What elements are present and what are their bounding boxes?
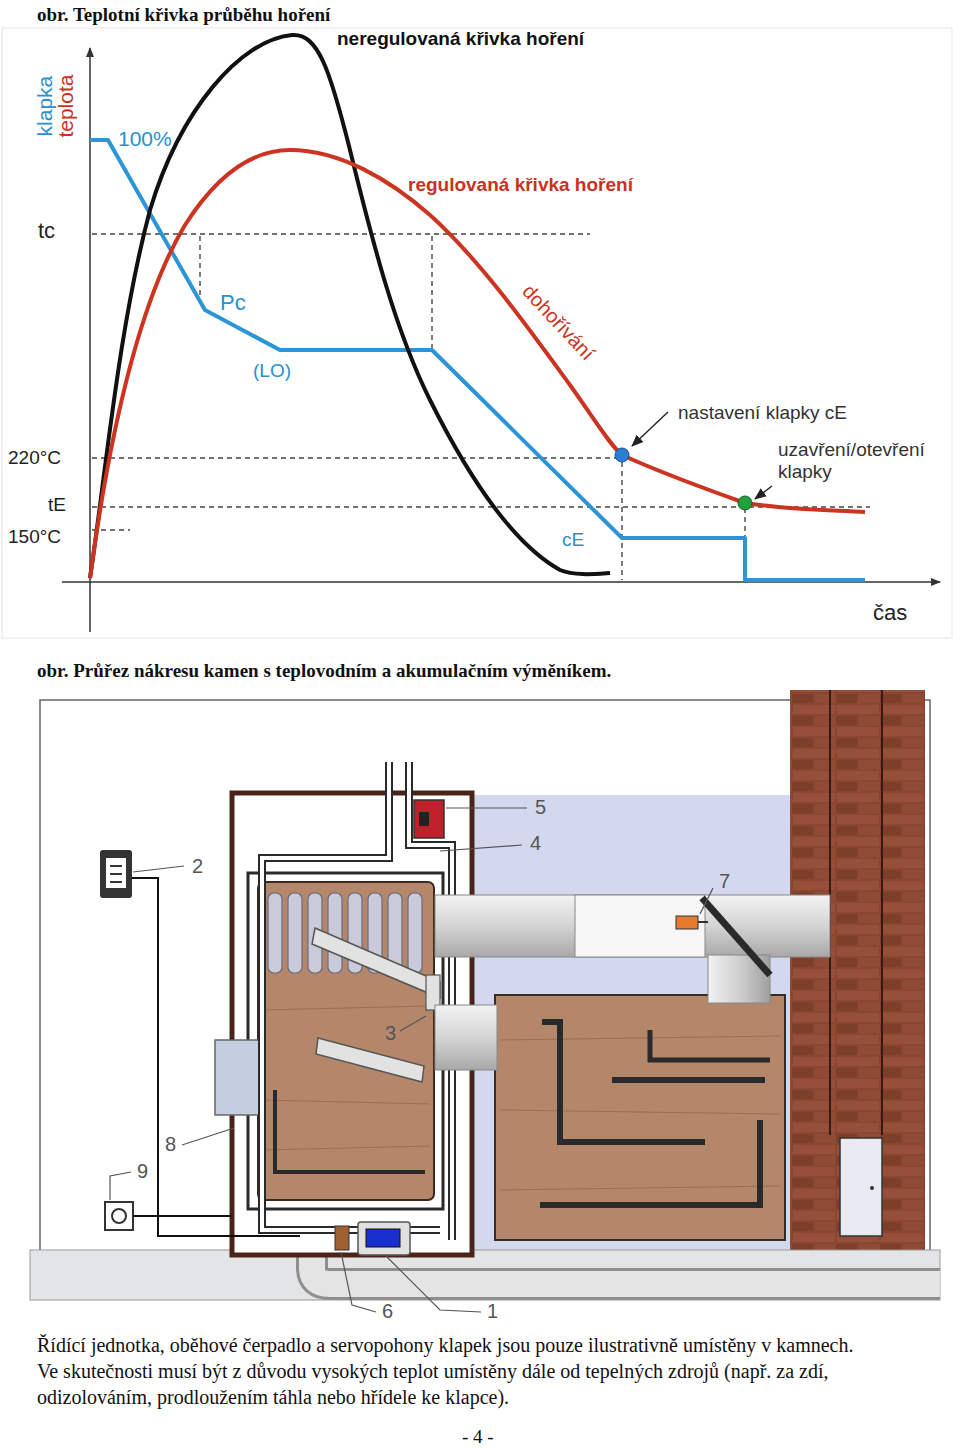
point-label: Pc (220, 290, 246, 315)
callout-number: 7 (719, 870, 730, 893)
callout-number: 4 (530, 832, 541, 855)
burning-chart (2, 28, 952, 638)
annotation: uzavření/otevření klapky (778, 439, 956, 483)
point-label: cE (562, 529, 584, 551)
axis-tick: 150°C (8, 526, 61, 548)
page-number: - 4 - (462, 1426, 494, 1448)
stove-section (30, 690, 940, 1312)
figure-title: obr. Teplotní křivka průběhu hoření (37, 4, 330, 26)
axis-label: teplota (55, 74, 79, 137)
callout-number: 9 (137, 1160, 148, 1183)
axis-tick: 220°C (8, 447, 61, 469)
callout-number: 6 (382, 1300, 393, 1323)
axis-label: klapka (33, 76, 57, 137)
axis-tick: tc (38, 218, 55, 243)
callout-number: 1 (487, 1300, 498, 1323)
curve-label: regulovaná křivka hoření (408, 174, 633, 196)
point-label: (LO) (253, 360, 291, 382)
callout-number: 5 (535, 796, 546, 819)
value-label: 100% (118, 127, 172, 151)
annotation: nastavení klapky cE (678, 402, 847, 424)
callout-number: 3 (385, 1022, 396, 1045)
callout-number: 2 (192, 855, 203, 878)
curve-label: neregulovaná křivka hoření (337, 28, 584, 50)
figure-title: obr. Průřez nákresu kamen s teplovodním … (37, 660, 611, 682)
callout-number: 8 (165, 1133, 176, 1156)
caption-text: Řídící jednotka, oběhové čerpadlo a serv… (37, 1332, 867, 1410)
axis-label: čas (873, 600, 907, 625)
axis-tick: tE (48, 494, 66, 516)
